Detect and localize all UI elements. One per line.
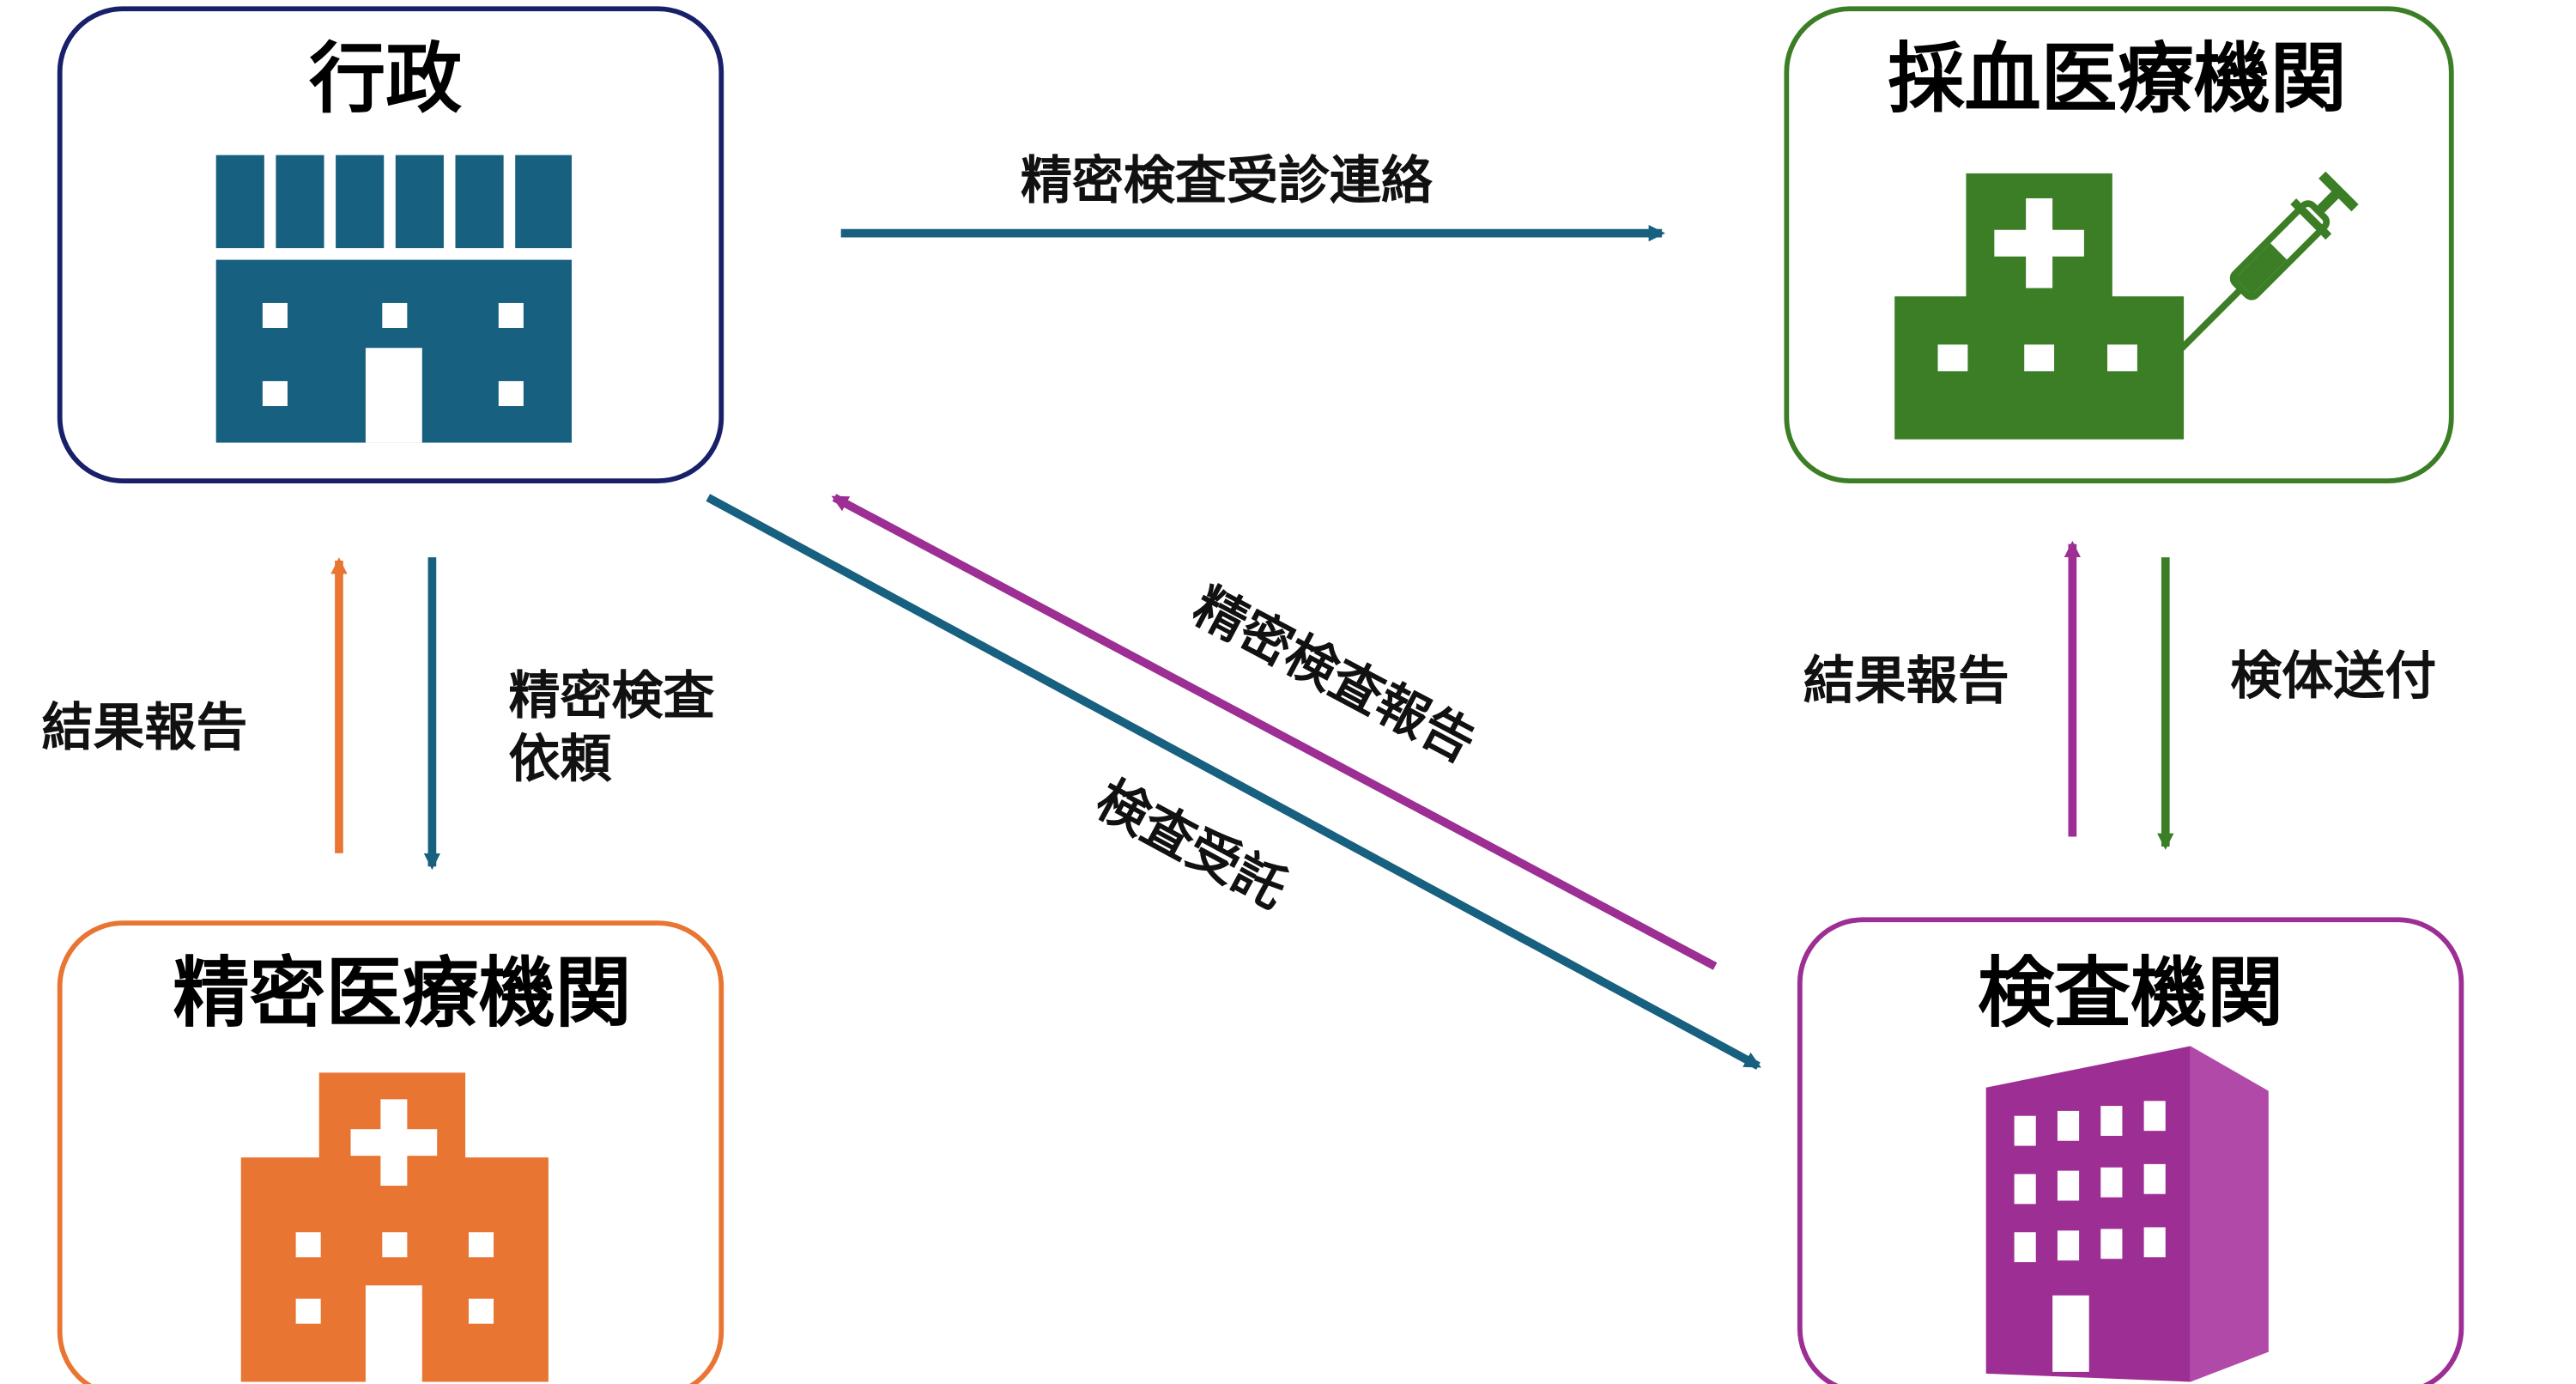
label-kentai-sofu: 検体送付 <box>2230 646 2436 707</box>
label-seimitsu-kensa-irai-1: 精密検査 <box>508 666 714 726</box>
hospital-syringe-icon <box>1894 171 2359 440</box>
node-seimitsu-title: 精密医療機関 <box>173 949 631 1038</box>
label-seimitsu-kensa-irai-2: 依頼 <box>508 730 612 790</box>
node-saiketsu: 採血医療機関 <box>1784 6 2454 484</box>
node-kensa: 検査機関 <box>1797 917 2464 1384</box>
label-right-kekka-hokoku: 結果報告 <box>1803 652 2009 712</box>
node-seimitsu: 精密医療機関 <box>57 920 724 1384</box>
arrow-kensa-to-gyosei <box>831 494 1718 970</box>
node-saiketsu-title: 採血医療機関 <box>1888 35 2346 124</box>
node-gyosei-title: 行政 <box>309 35 462 124</box>
arrow-gyosei-to-kensa <box>706 494 1761 1070</box>
label-left-kekka-hokoku: 結果報告 <box>41 698 247 758</box>
node-gyosei: 行政 <box>57 6 724 484</box>
label-seimitsu-jushin-renraku: 精密検査受診連絡 <box>1021 151 1433 211</box>
hospital-icon <box>240 1072 549 1382</box>
label-seimitsu-kensa-hokoku: 精密検査報告 <box>1184 576 1485 774</box>
office-building-icon <box>1985 1046 2269 1382</box>
label-kensa-jutaku: 検査受託 <box>1087 769 1296 920</box>
node-kensa-title: 検査機関 <box>1978 949 2283 1038</box>
government-building-icon <box>215 155 573 443</box>
